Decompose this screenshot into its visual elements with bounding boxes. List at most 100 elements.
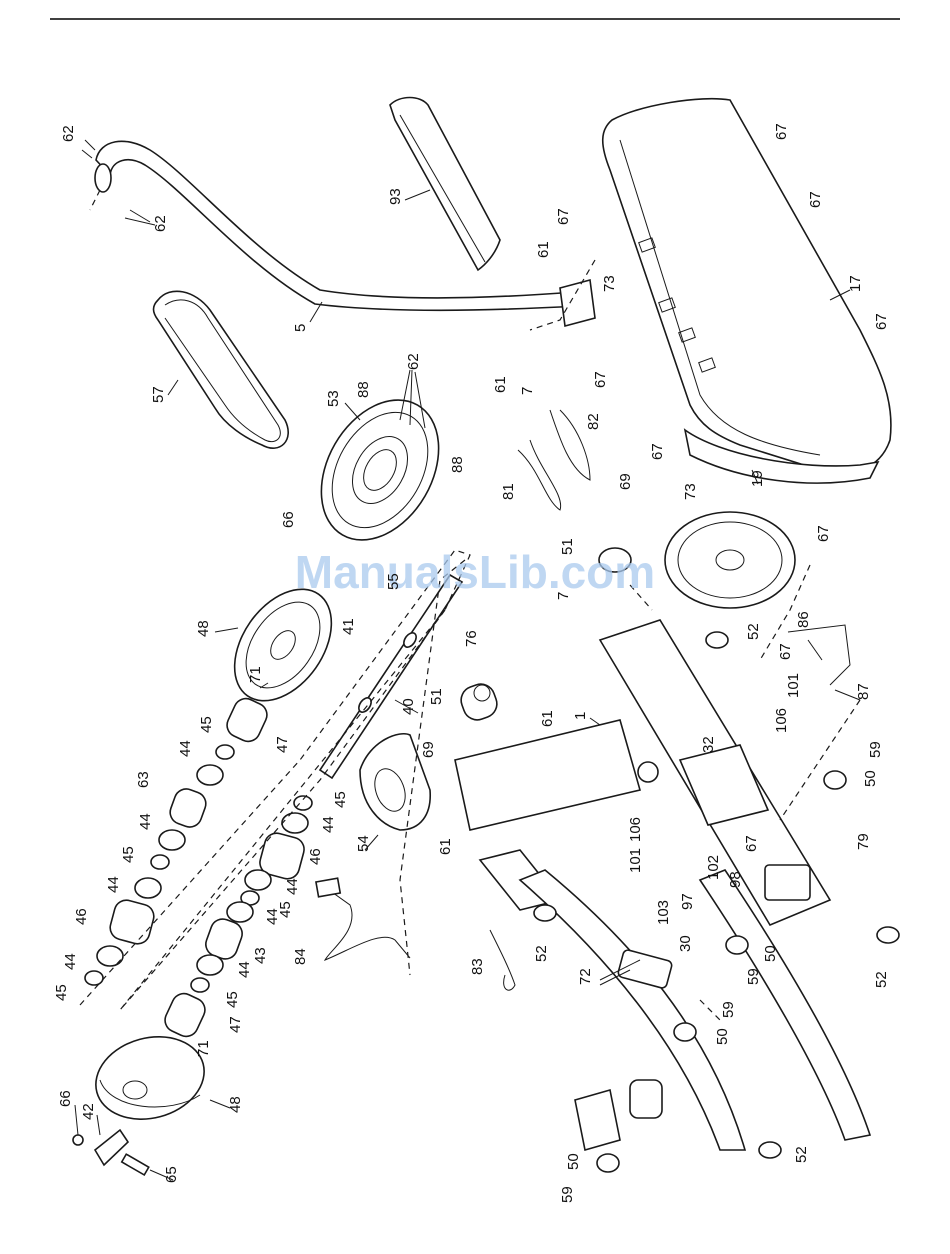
part-label-98: 98 [727,871,744,888]
part-label-57: 57 [150,386,167,403]
part-label-40: 40 [400,698,417,715]
part-label-48: 48 [227,1096,244,1113]
part-label-67: 67 [649,443,666,460]
part-label-82: 82 [585,413,602,430]
part-label-61: 61 [535,241,552,258]
bearing-stack-right [164,795,313,1038]
part-label-61: 61 [437,838,454,855]
part-label-46: 46 [307,848,324,865]
part-label-45: 45 [120,846,137,863]
part-label-87: 87 [855,683,872,700]
part-label-50: 50 [862,770,879,787]
part-label-101: 101 [627,848,644,873]
part-label-44: 44 [284,878,301,895]
part-label-44: 44 [264,908,281,925]
part-label-45: 45 [224,991,241,1008]
part-label-44: 44 [320,816,337,833]
part-label-73: 73 [682,483,699,500]
part-label-52: 52 [873,971,890,988]
part-label-52: 52 [745,623,762,640]
part-label-30: 30 [677,935,694,952]
part-label-71: 71 [247,666,264,683]
part-label-65: 65 [163,1166,180,1183]
part-label-5: 5 [292,324,309,332]
part-label-59: 59 [720,1001,737,1018]
part-label-54: 54 [355,835,372,852]
part-label-67: 67 [807,191,824,208]
part-label-55: 55 [385,573,402,590]
part-label-67: 67 [773,123,790,140]
part-label-102: 102 [705,855,722,880]
leveling-feet [533,631,900,1159]
part-label-67: 67 [777,643,794,660]
part-label-67: 67 [815,525,832,542]
part-label-76: 76 [463,630,480,647]
frame-cover [359,733,431,831]
idler-pulley-upper [598,547,632,573]
part-label-97: 97 [679,893,696,910]
part-label-42: 42 [80,1103,97,1120]
wheels [596,770,847,1173]
part-label-45: 45 [332,791,349,808]
part-label-72: 72 [577,968,594,985]
part-label-44: 44 [236,961,253,978]
part-label-69: 69 [617,473,634,490]
part-label-45: 45 [53,984,70,1001]
part-label-51: 51 [428,688,445,705]
part-label-67: 67 [555,208,572,225]
part-label-43: 43 [252,947,269,964]
part-label-59: 59 [867,741,884,758]
part-label-52: 52 [793,1146,810,1163]
part-label-83: 83 [469,958,486,975]
drive-belt [152,290,289,449]
part-label-62: 62 [60,125,77,142]
part-label-93: 93 [387,188,404,205]
part-label-44: 44 [177,740,194,757]
part-label-67: 67 [743,835,760,852]
part-label-63: 63 [135,771,152,788]
part-label-47: 47 [274,736,291,753]
assembly-outlines [79,189,861,1021]
part-label-62: 62 [405,353,422,370]
part-label-32: 32 [700,736,717,753]
part-label-44: 44 [62,953,79,970]
part-label-19: 19 [749,470,766,487]
part-label-79: 79 [855,833,872,850]
frame [454,619,872,1152]
flywheel-lower [95,1036,205,1120]
tension-motor [617,949,673,989]
part-label-62: 62 [152,215,169,232]
part-label-66: 66 [280,511,297,528]
axle-shaft [318,573,464,780]
idler-pulley-lower [460,683,498,721]
part-label-45: 45 [277,901,294,918]
handlebar [94,140,596,328]
part-label-88: 88 [355,381,372,398]
part-label-50: 50 [565,1153,582,1170]
part-label-66: 66 [57,1090,74,1107]
leader-lines [74,139,861,1181]
brake-disc [664,511,796,609]
part-label-81: 81 [500,483,517,500]
grip-cover [389,96,501,272]
part-label-67: 67 [873,313,890,330]
part-label-45: 45 [198,716,215,733]
part-label-59: 59 [745,968,762,985]
part-label-47: 47 [227,1016,244,1033]
part-label-46: 46 [73,908,90,925]
part-label-84: 84 [292,948,309,965]
crank-arm [72,1128,150,1177]
watermark: ManualsLib.com [295,546,655,598]
part-label-53: 53 [325,390,342,407]
part-label-1: 1 [572,712,589,720]
part-label-41: 41 [340,618,357,635]
part-label-61: 61 [539,710,556,727]
bearing-stack-left [84,697,268,986]
part-label-101: 101 [785,673,802,698]
part-label-59: 59 [559,1186,576,1203]
part-labels: 1 5 7 7 17 19 30 32 40 41 42 43 44 44 44… [53,123,890,1203]
part-label-73: 73 [601,275,618,292]
part-label-103: 103 [655,900,672,925]
part-label-71: 71 [195,1040,212,1057]
part-label-7: 7 [555,592,572,600]
